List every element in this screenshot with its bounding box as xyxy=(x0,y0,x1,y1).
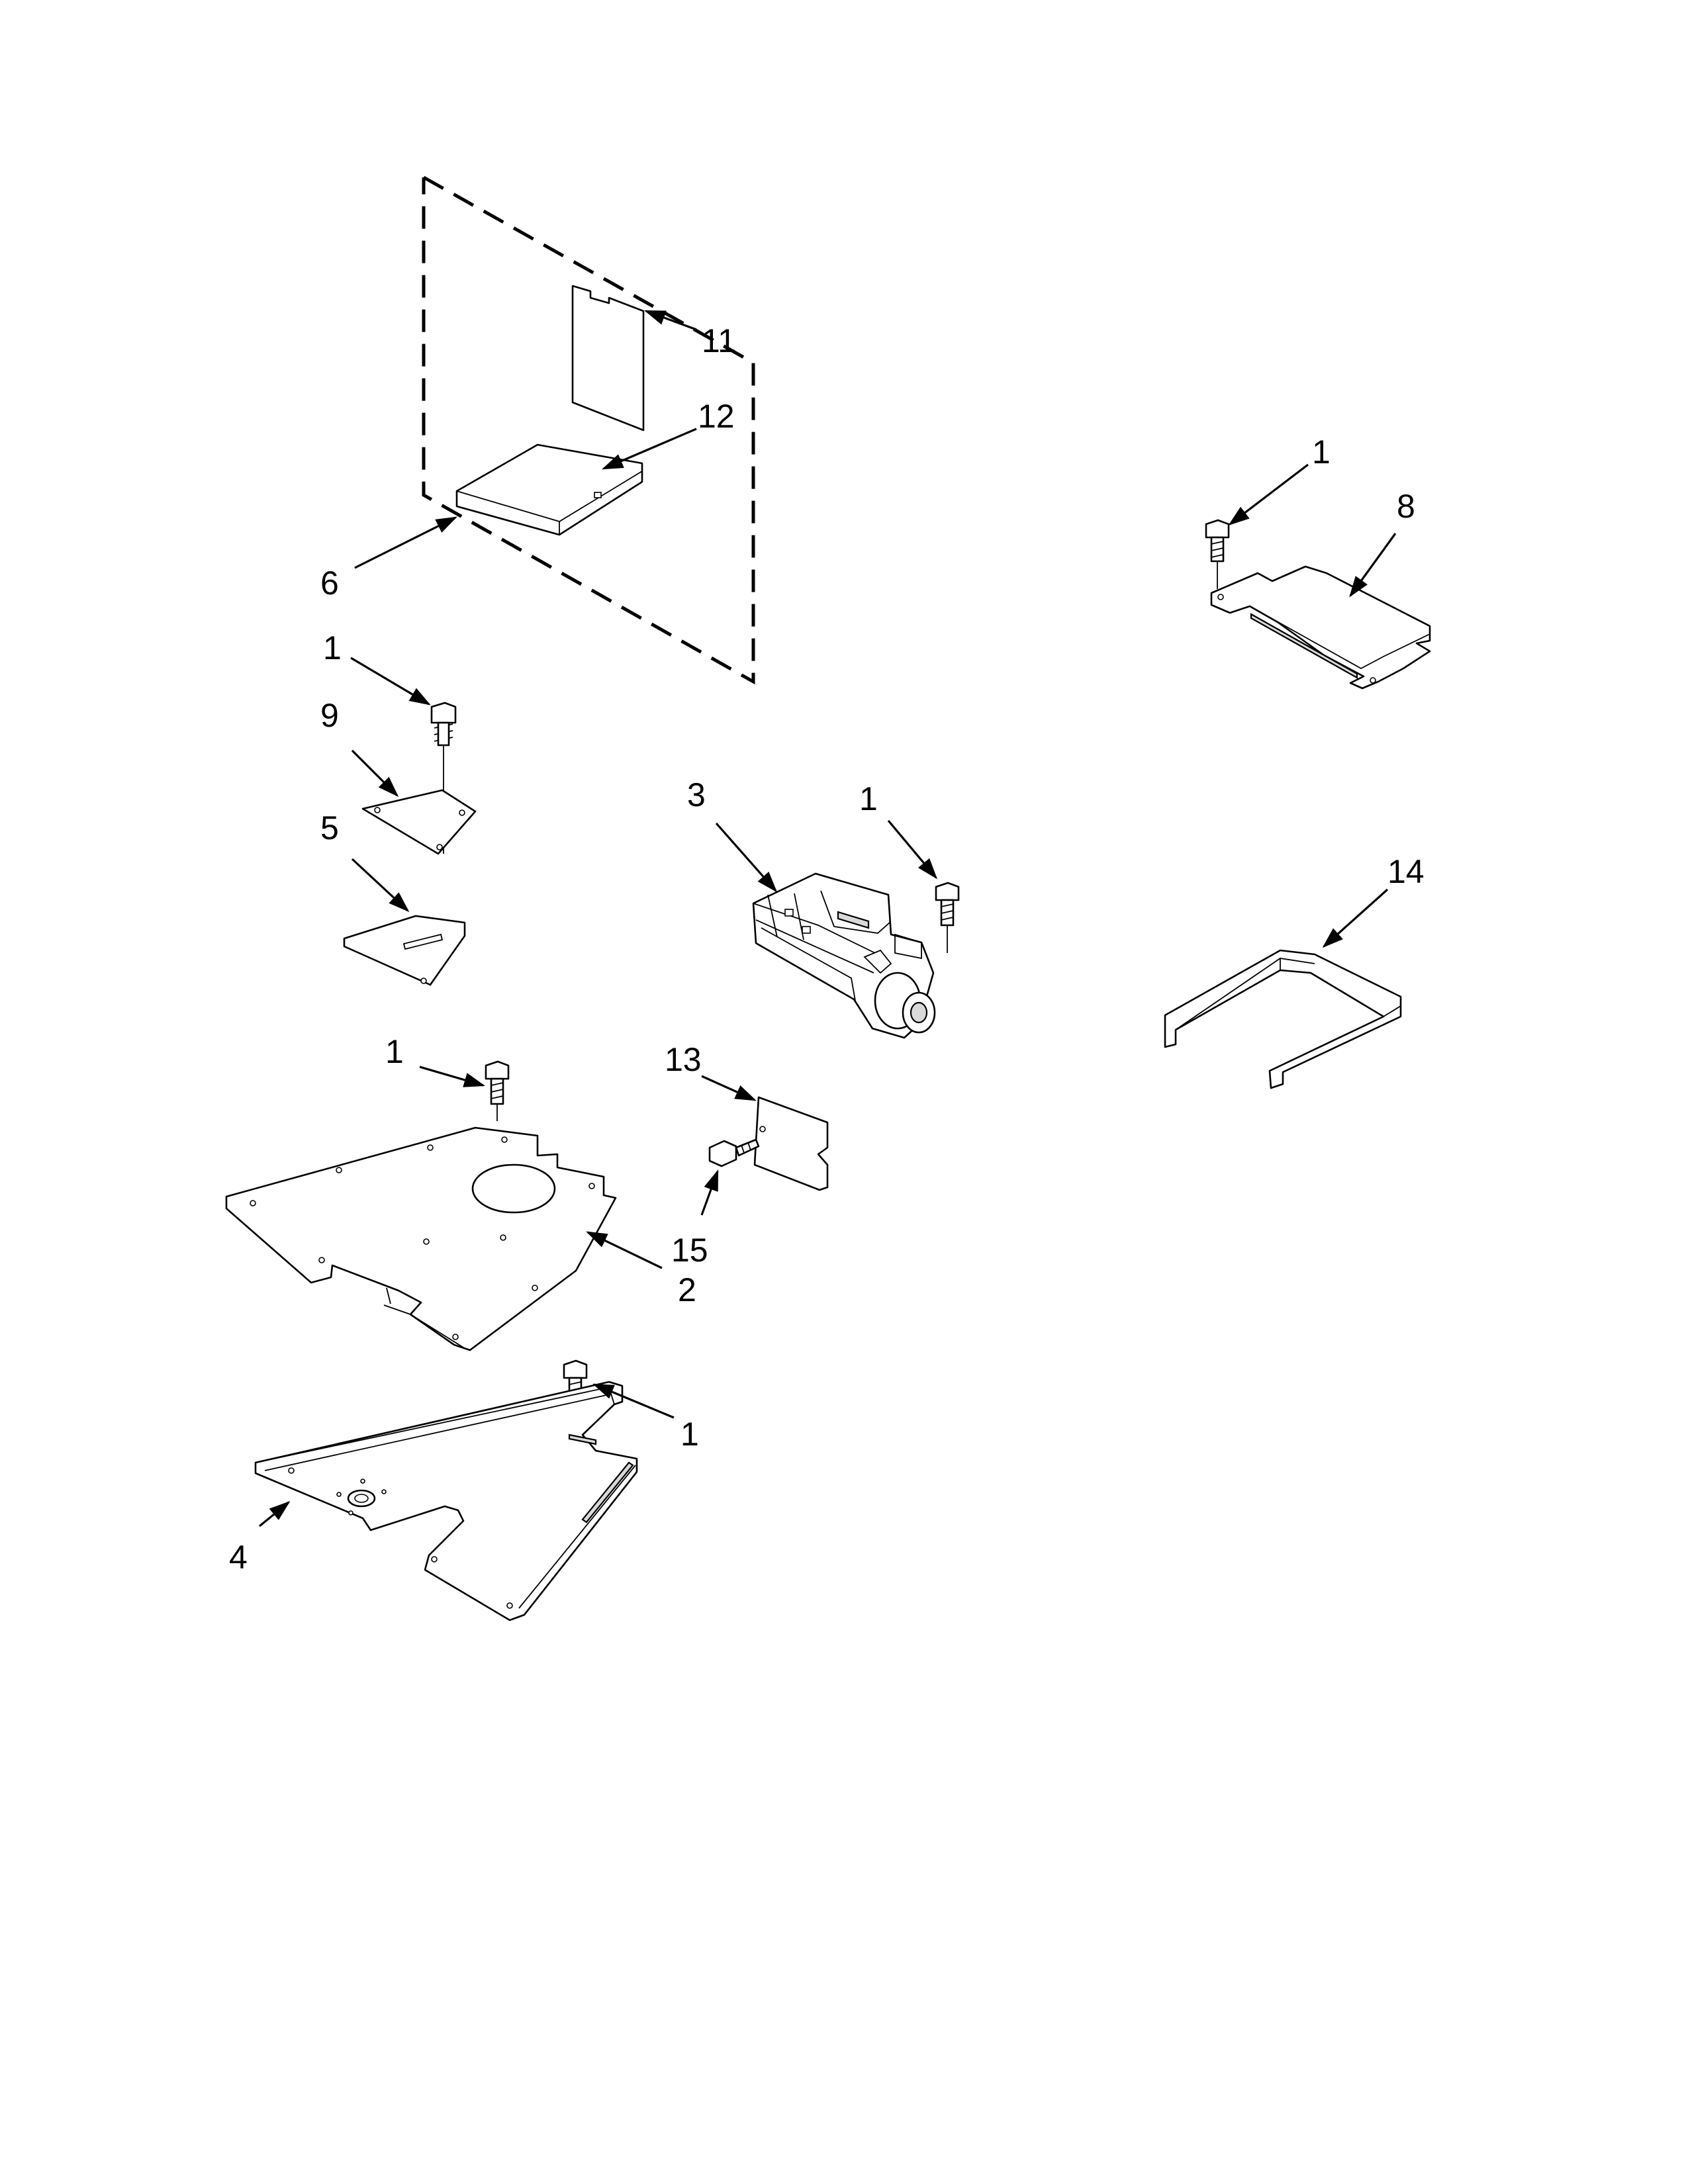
part-12-tray[interactable] xyxy=(455,443,643,536)
callout-13: 13 xyxy=(665,1041,702,1078)
callout-11: 11 xyxy=(702,322,736,359)
part-13-shield[interactable] xyxy=(753,1096,829,1191)
callout-1-b: 1 xyxy=(859,780,878,817)
part-2-plate[interactable] xyxy=(225,1126,617,1351)
callout-14: 14 xyxy=(1387,853,1425,890)
part-3-gear-motor-assembly[interactable] xyxy=(752,872,936,1039)
screw-1-b[interactable] xyxy=(935,882,960,953)
screw-15[interactable] xyxy=(708,1138,760,1167)
callout-1-c: 1 xyxy=(1312,433,1331,471)
callout-6: 6 xyxy=(320,565,339,602)
callout-15: 15 xyxy=(671,1232,708,1269)
callout-9: 9 xyxy=(320,697,339,734)
part-8-bracket[interactable] xyxy=(1210,565,1431,690)
callout-3: 3 xyxy=(687,776,706,813)
callout-1-d: 1 xyxy=(385,1033,404,1070)
part-5-plate[interactable] xyxy=(343,915,466,986)
part-9-plate[interactable] xyxy=(361,789,477,855)
callout-12: 12 xyxy=(698,398,735,435)
screw-1-c[interactable] xyxy=(1205,519,1230,589)
callout-1-e: 1 xyxy=(680,1416,699,1453)
part-11-cover-plate[interactable] xyxy=(571,285,645,432)
screw-1-d[interactable] xyxy=(485,1060,510,1121)
leader-lines xyxy=(258,310,1397,1527)
assembly-6-dashed-outline xyxy=(422,175,755,685)
part-4-pan[interactable] xyxy=(254,1381,638,1621)
callout-4: 4 xyxy=(229,1539,248,1576)
part-14-frame[interactable] xyxy=(1164,949,1402,1089)
callout-1-a: 1 xyxy=(323,629,342,666)
callout-5: 5 xyxy=(320,809,339,846)
callout-2: 2 xyxy=(678,1271,696,1308)
callout-8: 8 xyxy=(1397,488,1415,525)
